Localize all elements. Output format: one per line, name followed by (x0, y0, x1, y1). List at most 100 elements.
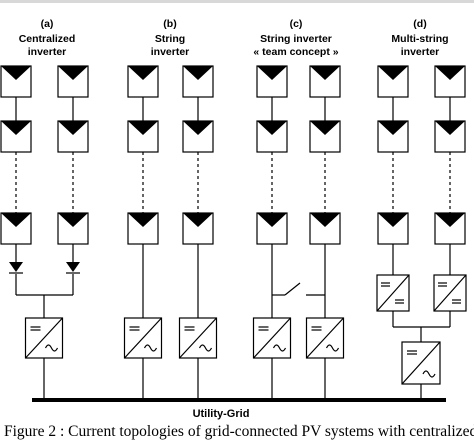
converter-diagonal (433, 274, 467, 312)
pv-cell-triangle (128, 121, 158, 135)
pv-cell-triangle (183, 66, 213, 80)
diode-triangle (9, 262, 23, 272)
converter-diagonal (376, 274, 410, 312)
utility-grid-label: Utility-Grid (193, 408, 250, 420)
utility-grid-bus (32, 398, 446, 402)
pv-cell-triangle (128, 213, 158, 227)
dc-ac-inverter-icon (123, 317, 163, 359)
pv-module-icon (182, 65, 214, 98)
pv-cell-triangle (128, 66, 158, 80)
dc-ac-inverter-icon (305, 317, 345, 359)
column-c-title-line2: « team concept » (253, 46, 338, 58)
diode-icon (9, 262, 23, 274)
ac-symbol-wave (44, 344, 59, 352)
ac-symbol-wave (422, 370, 436, 378)
inverter-diagonal (124, 317, 162, 359)
dc-ac-inverter-icon (252, 317, 292, 359)
pv-module-icon (0, 120, 32, 153)
column-b-title-line1: String (155, 33, 185, 45)
pv-module-icon (256, 212, 288, 245)
inverter-diagonal (253, 317, 291, 359)
pv-module-icon (127, 120, 159, 153)
pv-cell-triangle (58, 66, 88, 80)
pv-cell-triangle (435, 66, 465, 80)
pv-cell-triangle (378, 213, 408, 227)
pv-modules (0, 65, 466, 245)
switch-icon (272, 282, 325, 296)
pv-module-icon (182, 120, 214, 153)
cropped-header-strip (0, 0, 474, 3)
diode-icon (66, 262, 80, 274)
pv-cell-triangle (257, 121, 287, 135)
pv-module-icon (182, 212, 214, 245)
pv-cell-triangle (183, 121, 213, 135)
pv-module-icon (309, 65, 341, 98)
pv-module-icon (57, 212, 89, 245)
pv-module-icon (434, 120, 466, 153)
column-d-header: (d) Multi-string inverter (391, 18, 448, 58)
pv-cell-triangle (183, 213, 213, 227)
figure-caption: Figure 2 : Current topologies of grid-co… (4, 423, 474, 440)
power-electronics (9, 262, 467, 385)
dc-ac-inverter-icon (24, 317, 64, 359)
pv-cell-triangle (58, 121, 88, 135)
wiring (15, 97, 451, 399)
column-b-title-line2: inverter (151, 46, 190, 58)
ac-symbol-wave (272, 344, 287, 352)
pv-cell-triangle (257, 66, 287, 80)
ac-symbol-wave (198, 344, 213, 352)
inverter-diagonal (306, 317, 344, 359)
pv-module-icon (0, 65, 32, 98)
pv-module-icon (0, 212, 32, 245)
pv-cell-triangle (435, 213, 465, 227)
dc-dc-converter-icon (376, 274, 410, 312)
column-c-header: (c) String inverter « team concept » (253, 18, 338, 58)
pv-module-icon (256, 120, 288, 153)
dc-ac-inverter-icon (178, 317, 218, 359)
pv-cell-triangle (310, 66, 340, 80)
column-a-title-line2: inverter (28, 46, 67, 58)
column-a-title-line1: Centralized (19, 33, 76, 45)
pv-module-frame (434, 212, 466, 245)
column-c-letter: (c) (290, 18, 303, 30)
inverter-diagonal (401, 341, 441, 385)
column-a-header: (a) Centralized inverter (19, 18, 76, 58)
pv-module-icon (434, 65, 466, 98)
pv-module-icon (256, 65, 288, 98)
pv-cell-triangle (310, 121, 340, 135)
inverter-diagonal (25, 317, 63, 359)
dc-dc-converter-icon (433, 274, 467, 312)
pv-module-icon (127, 212, 159, 245)
pv-cell-triangle (435, 121, 465, 135)
pv-module-frame (309, 212, 341, 245)
pv-cell-triangle (1, 121, 31, 135)
inverter-diagonal (179, 317, 217, 359)
ac-symbol-wave (143, 344, 158, 352)
pv-module-icon (309, 120, 341, 153)
pv-cell-triangle (1, 66, 31, 80)
pv-module-icon (309, 212, 341, 245)
pv-module-icon (377, 65, 409, 98)
pv-cell-triangle (378, 66, 408, 80)
pv-cell-triangle (257, 213, 287, 227)
pv-cell-triangle (58, 213, 88, 227)
pv-cell-triangle (378, 121, 408, 135)
pv-module-icon (434, 212, 466, 245)
dc-ac-inverter-icon (401, 341, 441, 385)
pv-module-icon (377, 120, 409, 153)
column-d-letter: (d) (413, 18, 426, 30)
pv-module-frame (57, 120, 89, 153)
diode-triangle (66, 262, 80, 272)
pv-module-icon (57, 120, 89, 153)
column-d-title-line1: Multi-string (391, 33, 448, 45)
pv-module-icon (57, 65, 89, 98)
column-d-title-line2: inverter (401, 46, 440, 58)
pv-cell-triangle (1, 213, 31, 227)
pv-module-icon (127, 65, 159, 98)
pv-module-frame (256, 212, 288, 245)
column-b-header: (b) String inverter (151, 18, 190, 58)
switch-blade (284, 282, 301, 296)
pv-module-icon (377, 212, 409, 245)
column-a-letter: (a) (41, 18, 54, 30)
